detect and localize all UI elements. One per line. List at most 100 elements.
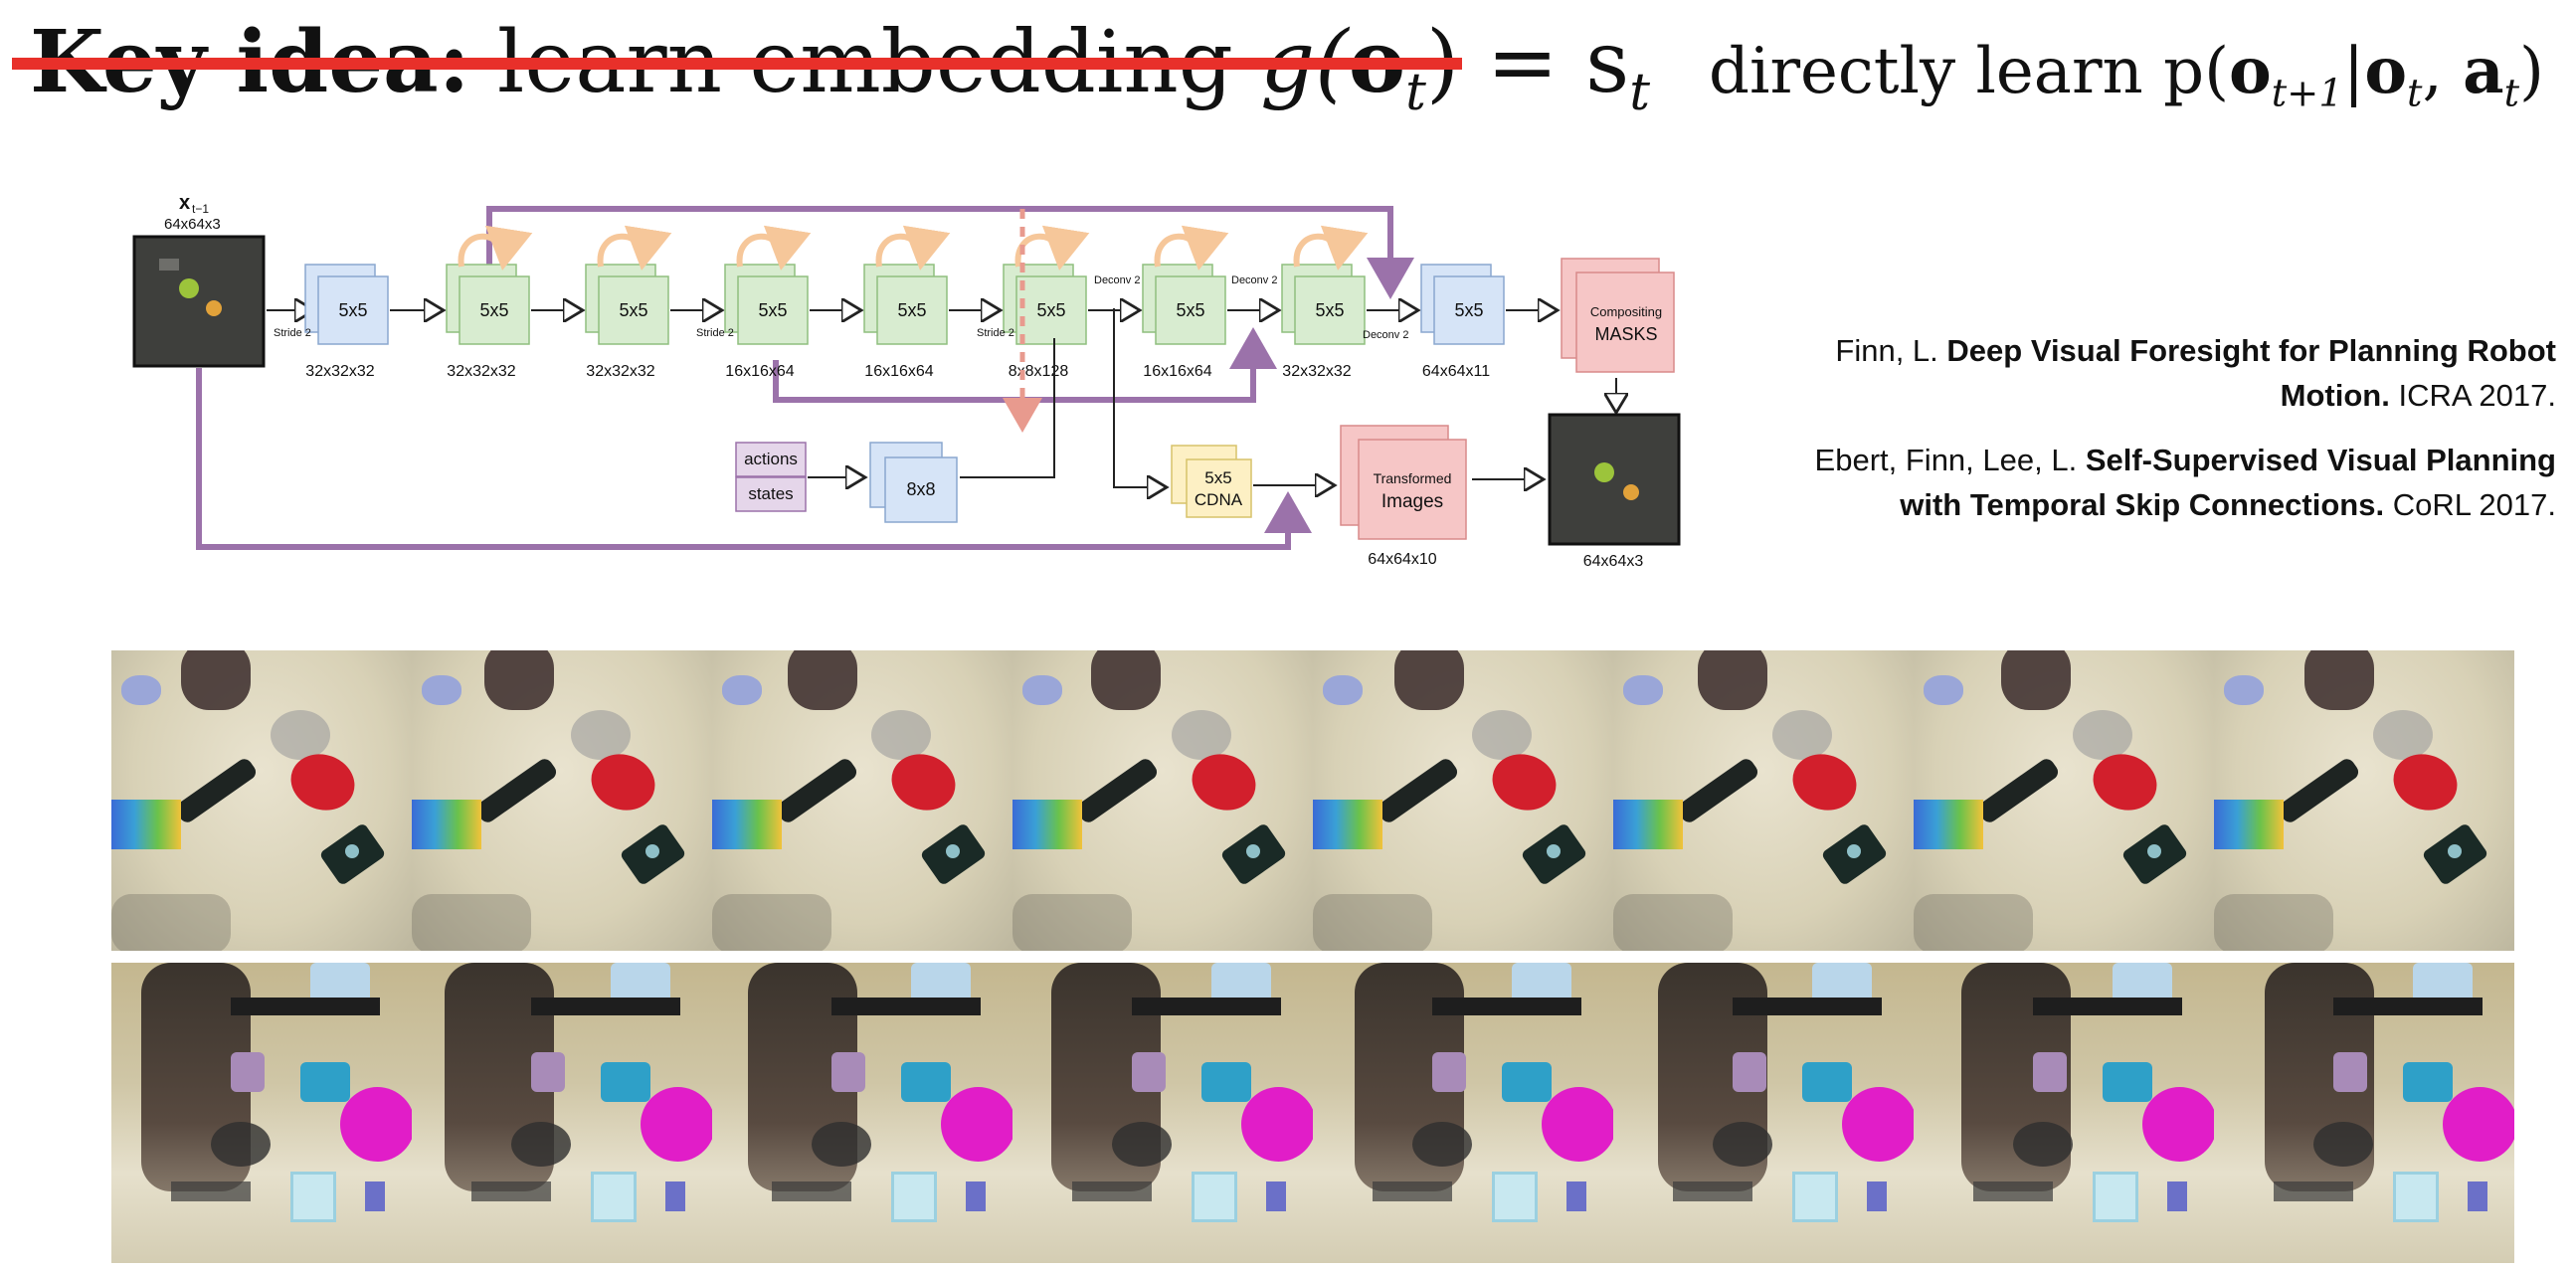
actions-states-block: actions states 8x8 bbox=[735, 209, 1055, 523]
conv-layer bbox=[1433, 275, 1505, 345]
conv-layer bbox=[317, 275, 389, 345]
transformed-box bbox=[1358, 439, 1467, 540]
stride-label: Stride 2 bbox=[977, 327, 1014, 339]
fc-to-bottleneck bbox=[960, 338, 1055, 478]
input-object bbox=[179, 278, 199, 298]
citation-2: Ebert, Finn, Lee, L. Self-Supervised Vis… bbox=[1800, 438, 2556, 527]
prediction-frame bbox=[412, 963, 712, 1263]
output-image-block: 64x64x3 bbox=[1548, 413, 1681, 570]
fc-label: 8x8 bbox=[906, 479, 935, 499]
recurrent-loop bbox=[875, 225, 951, 271]
recurrent-loop bbox=[1293, 225, 1369, 271]
input-dims: 64x64x3 bbox=[164, 216, 221, 233]
conv-kernel-label: 5x5 bbox=[1315, 300, 1344, 320]
deconv-label: Deconv 2 bbox=[1363, 329, 1408, 341]
conv-layer bbox=[598, 275, 669, 345]
formula-comma: , bbox=[2422, 35, 2464, 108]
transformed-dims: 64x64x10 bbox=[1368, 551, 1436, 568]
architecture-diagram: x t−1 64x64x3 5x5 32x32x32 5x5 32x32x32 5x5 3… bbox=[132, 192, 1681, 570]
cdna-block: 5x5 CDNA bbox=[1113, 308, 1335, 518]
conv-dims-label: 64x64x11 bbox=[1422, 363, 1490, 380]
output-object bbox=[1623, 484, 1639, 500]
formula-o: o bbox=[2229, 34, 2272, 108]
masks-box bbox=[1575, 272, 1675, 373]
conv-dims-label: 16x16x64 bbox=[864, 363, 933, 380]
conv-kernel-label: 5x5 bbox=[1454, 300, 1483, 320]
conv-kernel-label: 5x5 bbox=[479, 300, 508, 320]
formula-a: a bbox=[2463, 34, 2504, 108]
cdna-box bbox=[1186, 458, 1252, 518]
conv-layers bbox=[267, 225, 1558, 345]
arrow-to-cdna bbox=[1113, 308, 1167, 487]
states-label: states bbox=[748, 484, 793, 503]
conv-dims-label: 32x32x32 bbox=[586, 363, 654, 380]
prediction-frame bbox=[1012, 963, 1313, 1263]
masks-line2: MASKS bbox=[1594, 324, 1657, 344]
conv-layer bbox=[1155, 275, 1226, 345]
citation-2-authors: Ebert, Finn, Lee, L. bbox=[1814, 443, 2086, 477]
output-object bbox=[1594, 462, 1614, 482]
actions-label: actions bbox=[744, 450, 798, 468]
prediction-frame bbox=[2214, 650, 2514, 951]
conv-layer bbox=[876, 275, 948, 345]
conv-kernel-label: 5x5 bbox=[619, 300, 647, 320]
prediction-frame bbox=[1313, 650, 1613, 951]
fc-box bbox=[884, 456, 958, 523]
cdna-line2: CDNA bbox=[1195, 490, 1243, 509]
recurrent-loop bbox=[1154, 225, 1229, 271]
conv-kernel-label: 5x5 bbox=[758, 300, 787, 320]
formula-o-sub: t+1 bbox=[2271, 71, 2343, 116]
transformed-line2: Images bbox=[1381, 491, 1443, 512]
struck-key-idea: Key idea: learn embedding g(ot) = st bbox=[30, 8, 1650, 147]
input-image bbox=[132, 235, 266, 368]
conv-layer bbox=[1015, 275, 1087, 345]
citation-1-title: Deep Visual Foresight for Planning Robot… bbox=[1946, 333, 2556, 413]
prediction-frame bbox=[712, 650, 1012, 951]
conv-dims-label: 16x16x64 bbox=[1143, 363, 1211, 380]
deconv-label: Deconv 2 bbox=[1231, 274, 1277, 286]
strike-line bbox=[12, 58, 1462, 70]
input-object bbox=[206, 300, 222, 316]
prediction-frame bbox=[712, 963, 1012, 1263]
conv-kernel-label: 5x5 bbox=[1176, 300, 1204, 320]
input-label: x bbox=[179, 192, 190, 214]
prediction-strip-2 bbox=[111, 963, 2514, 1263]
masks-line1: Compositing bbox=[1590, 304, 1662, 319]
conv-layer bbox=[459, 275, 530, 345]
input-image-block: x t−1 64x64x3 bbox=[132, 192, 266, 368]
citation-2-venue: CoRL 2017. bbox=[2384, 487, 2556, 522]
citation-1-authors: Finn, L. bbox=[1835, 333, 1947, 368]
conv-layer bbox=[1294, 275, 1366, 345]
transformed-block: Transformed Images 64x64x10 bbox=[1340, 425, 1544, 568]
prediction-frame bbox=[1613, 650, 1914, 951]
key-idea-obs-sub: t bbox=[1405, 63, 1426, 123]
formula-o2-sub: t bbox=[2407, 71, 2423, 116]
stride-label: Stride 2 bbox=[274, 327, 311, 339]
cdna-line1: 5x5 bbox=[1204, 468, 1231, 487]
input-object bbox=[159, 259, 179, 271]
conv-dims-label: 32x32x32 bbox=[447, 363, 515, 380]
formula-text: directly learn p( bbox=[1709, 35, 2230, 108]
recurrent-loop bbox=[1014, 225, 1090, 271]
prediction-frame bbox=[1914, 963, 2214, 1263]
citation-1-venue: ICRA 2017. bbox=[2389, 378, 2556, 413]
formula-close: ) bbox=[2519, 35, 2544, 108]
prediction-frame bbox=[412, 650, 712, 951]
conv-kernel-label: 5x5 bbox=[338, 300, 367, 320]
deconv-label: Deconv 2 bbox=[1094, 274, 1140, 286]
conv-kernel-label: 5x5 bbox=[1036, 300, 1065, 320]
formula-a-sub: t bbox=[2503, 71, 2520, 116]
citation-1: Finn, L. Deep Visual Foresight for Plann… bbox=[1800, 328, 2556, 418]
output-image bbox=[1548, 413, 1681, 546]
citation-2-title: Self-Supervised Visual Planning with Tem… bbox=[1900, 443, 2556, 522]
recurrent-loop bbox=[458, 225, 533, 271]
conv-dims-label: 32x32x32 bbox=[1282, 363, 1351, 380]
prediction-frame bbox=[111, 650, 412, 951]
conv-kernel-label: 5x5 bbox=[897, 300, 926, 320]
conv-dims-label: 16x16x64 bbox=[725, 363, 794, 380]
prediction-frame bbox=[1914, 650, 2214, 951]
conv-dims-label: 8x8x128 bbox=[1009, 363, 1069, 380]
recurrent-loop bbox=[736, 225, 812, 271]
prediction-frame bbox=[1613, 963, 1914, 1263]
output-dims: 64x64x3 bbox=[1583, 553, 1644, 570]
